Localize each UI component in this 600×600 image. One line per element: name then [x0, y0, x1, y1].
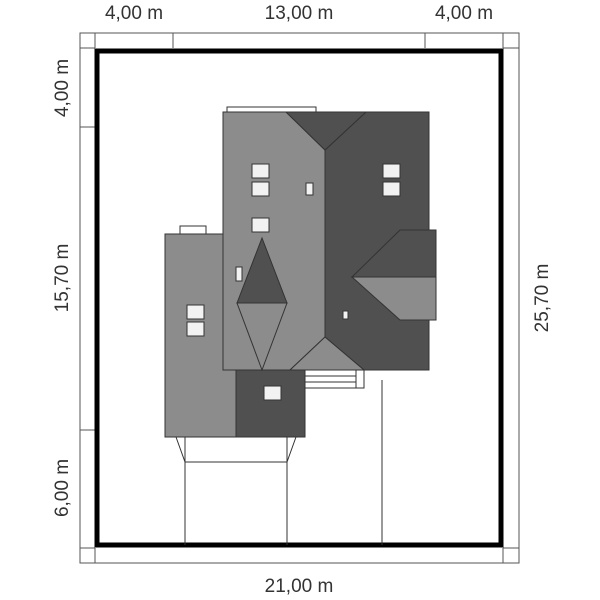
roof-window: [251, 163, 270, 179]
roof-main-ridge-top: [284, 111, 368, 151]
roof-window: [342, 310, 349, 320]
dimension-left-top: 4,00 m: [52, 59, 73, 117]
dimension-top-left: 4,00 m: [105, 3, 163, 24]
dimension-right-total: 25,70 m: [532, 264, 553, 333]
terrace-outline: [304, 369, 365, 389]
roof-window: [251, 181, 270, 197]
roof-window: [305, 182, 314, 196]
roof-windows: [186, 163, 401, 401]
roof-window: [382, 181, 401, 197]
roof-dormer-light: [350, 276, 437, 321]
plot-boundary: [94, 48, 504, 548]
dimension-bottom-total: 21,00 m: [265, 576, 334, 597]
dimension-left-bottom: 6,00 m: [52, 459, 73, 517]
chimney-wing: [179, 225, 207, 235]
roof-main-hip-bottom: [288, 336, 366, 371]
roof-window: [186, 321, 205, 337]
dimension-top-middle: 13,00 m: [265, 3, 334, 24]
driveway-lines: [175, 370, 383, 545]
roof-window: [382, 163, 401, 179]
dimension-top-right: 4,00 m: [435, 3, 493, 24]
dimension-frame: [79, 32, 520, 564]
roof-window: [251, 217, 270, 233]
dimension-left-middle: 15,70 m: [52, 244, 73, 313]
roof-window: [263, 385, 282, 401]
roof-gable-light: [236, 302, 288, 372]
roof-window: [186, 304, 205, 320]
roof-window: [235, 266, 243, 282]
